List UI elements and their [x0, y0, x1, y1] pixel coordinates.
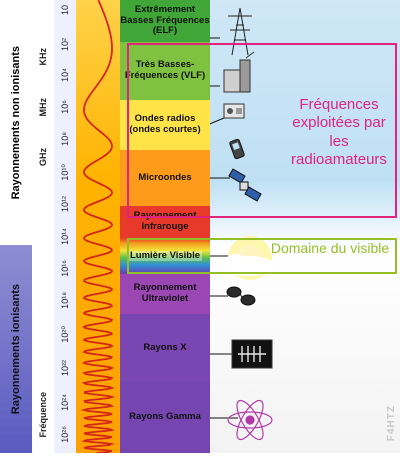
- author-watermark: F4HTZ: [386, 404, 397, 441]
- band-ultraviolet: Rayonnement Ultraviolet: [120, 274, 210, 314]
- band-infrared: Rayonnement Infrarouge: [120, 206, 210, 238]
- illustration-panel: [178, 0, 400, 453]
- radio-icon: [223, 103, 245, 119]
- visible-callout-box: [127, 238, 397, 274]
- tick-label: 10¹⁴: [60, 228, 70, 245]
- tick-label: 10²⁰: [60, 326, 70, 343]
- spectrum-bands: Extrêmement Basses Fréquences (ELF) Très…: [120, 0, 210, 453]
- tick-label: 10¹⁶: [60, 260, 70, 277]
- xray-icon: [231, 339, 273, 369]
- band-microwave: Microondes: [120, 150, 210, 206]
- band-gamma: Rayons Gamma: [120, 382, 210, 453]
- band-vlf: Très Basses-Fréquences (VLF): [120, 42, 210, 100]
- unit-khz: KHz: [38, 48, 48, 66]
- transmission-tower-icon: [228, 7, 252, 56]
- satellite-icon: [228, 168, 262, 202]
- radio-callout-text: Fréquences exploitées par les radioamate…: [291, 96, 387, 168]
- unit-mhz: MHz: [38, 98, 48, 117]
- radio-callout-box: [127, 43, 397, 218]
- atom-icon: [227, 399, 273, 441]
- band-visible: Lumière Visible: [120, 238, 210, 274]
- tick-label: 10⁸: [60, 132, 70, 146]
- tick-label: 10: [60, 5, 70, 16]
- ionization-label-column: Rayonnements non ionisants Rayonnements …: [0, 0, 32, 453]
- band-radio: Ondes radios (ondes courtes): [120, 100, 210, 150]
- band-elf: Extrêmement Basses Fréquences (ELF): [120, 0, 210, 42]
- tick-label: 10⁶: [60, 100, 70, 114]
- sun-icon: [224, 236, 274, 280]
- radio-tower-icon: [223, 51, 255, 93]
- unit-frequency: Fréquence: [38, 392, 48, 438]
- tick-label: 10¹⁰: [60, 164, 70, 181]
- tick-label: 10²: [60, 38, 70, 52]
- non-ionizing-label: Rayonnements non ionisants: [0, 0, 32, 245]
- tick-label: 10²²: [60, 360, 70, 377]
- visible-callout-text: Domaine du visible: [270, 240, 390, 256]
- wave-strip: [76, 0, 120, 454]
- band-xray: Rayons X: [120, 314, 210, 382]
- tick-label: 10¹⁸: [60, 292, 70, 309]
- tick-label: 10²⁴: [60, 394, 70, 411]
- mobile-phone-icon: [229, 138, 245, 160]
- wave-graphic: [80, 0, 116, 454]
- tick-label: 10²⁶: [60, 426, 70, 443]
- tick-label: 10⁴: [60, 68, 70, 82]
- tick-label: 10¹²: [60, 196, 70, 213]
- ionizing-label: Rayonnements ionisants: [0, 245, 32, 453]
- sunglasses-icon: [226, 286, 256, 306]
- units-column: KHz MHz GHz Fréquence: [32, 0, 54, 453]
- unit-ghz: GHz: [38, 148, 48, 166]
- frequency-scale: 10 10² 10⁴ 10⁶ 10⁸ 10¹⁰ 10¹² 10¹⁴ 10¹⁶ 1…: [54, 0, 76, 453]
